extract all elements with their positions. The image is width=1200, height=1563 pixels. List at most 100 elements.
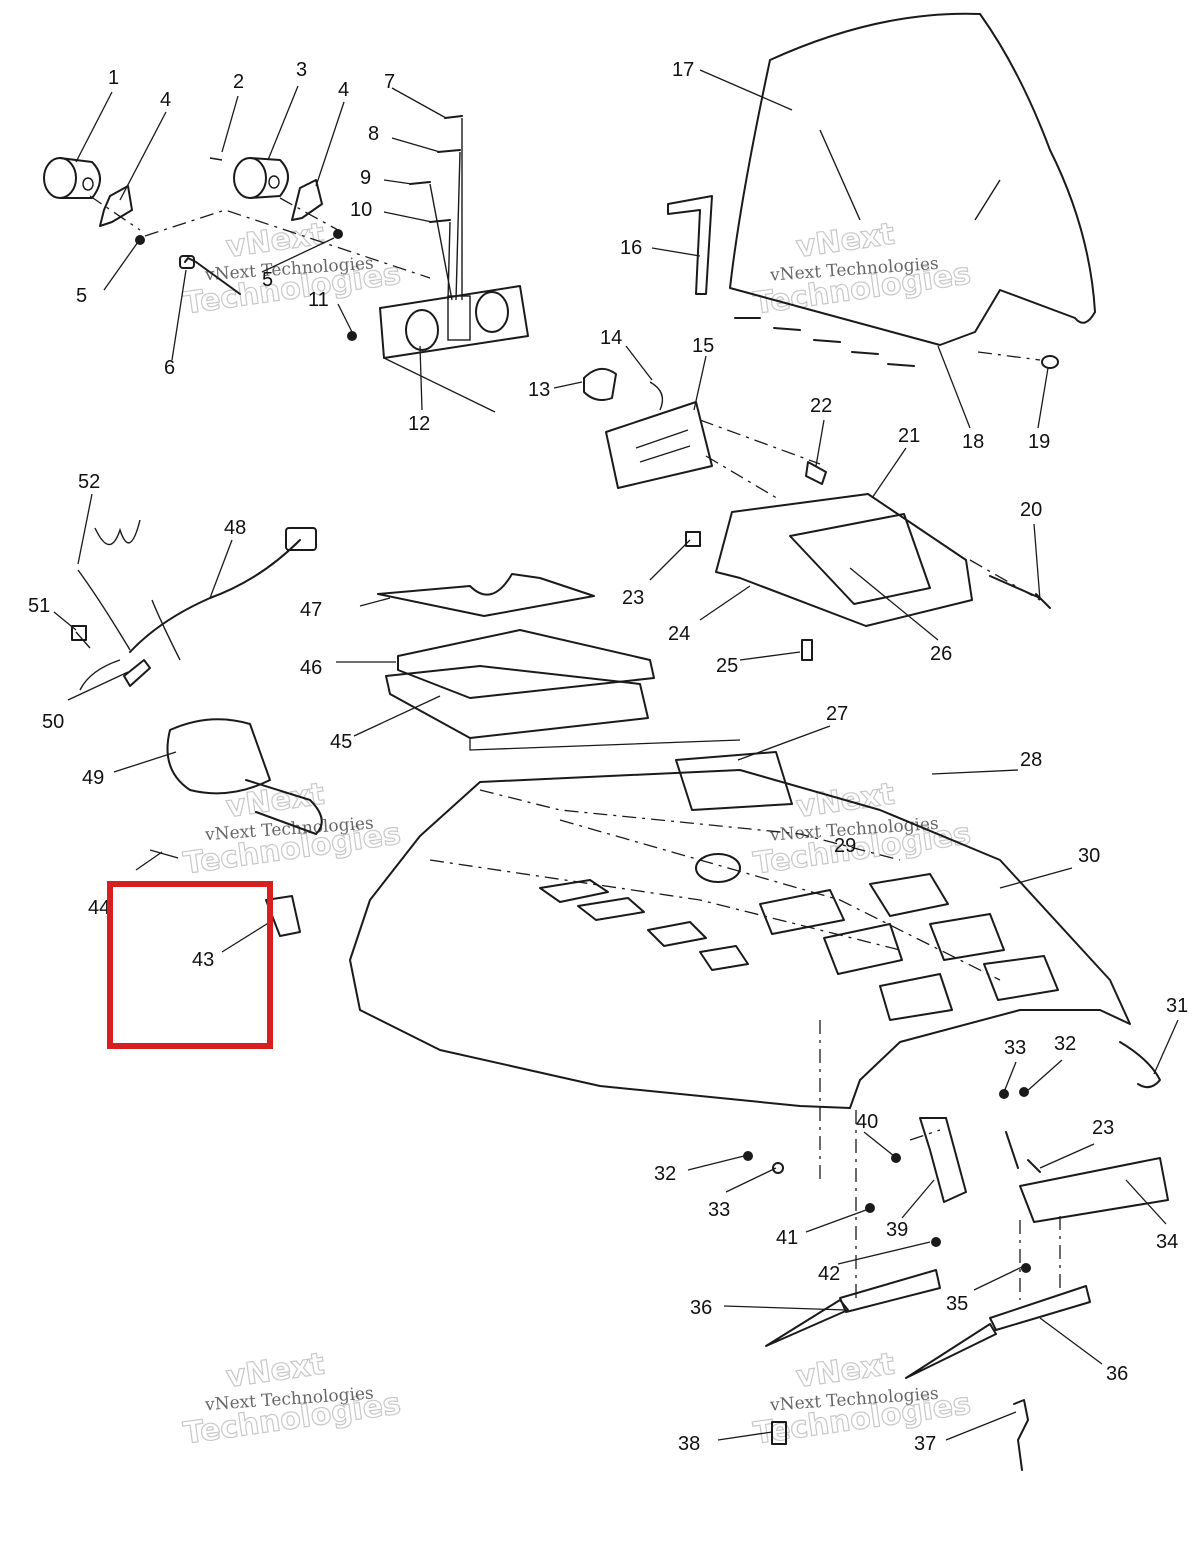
callout-16[interactable]: 16 [620,237,642,259]
callout-30[interactable]: 30 [1078,845,1100,867]
callout-20[interactable]: 20 [1020,499,1042,521]
callout-15[interactable]: 15 [692,335,714,357]
hood[interactable] [349,751,1131,1109]
screw-35 [1021,1263,1031,1273]
screw-41 [865,1203,875,1213]
screw-42 [931,1237,941,1247]
callout-47[interactable]: 47 [300,599,322,621]
callout-4-right[interactable]: 4 [338,79,349,101]
headlight-bulb[interactable] [583,367,664,411]
callout-38[interactable]: 38 [678,1433,700,1455]
callout-17[interactable]: 17 [672,59,694,81]
callout-39[interactable]: 39 [886,1219,908,1241]
gauge-bracket-left [99,185,133,227]
clip-23-lower [1005,1131,1041,1173]
callout-19[interactable]: 19 [1028,431,1050,453]
headlight-pod[interactable] [715,493,973,627]
callout-7[interactable]: 7 [384,71,395,93]
callout-labels: 1 2 3 4 4 5 5 6 7 8 9 10 11 12 13 14 15 … [28,59,1188,1455]
callout-18[interactable]: 18 [962,431,984,453]
washer-33-lower [772,1162,784,1174]
rivet-19 [1041,355,1059,369]
callout-51[interactable]: 51 [28,595,50,617]
callout-13[interactable]: 13 [528,379,550,401]
callout-32-lower[interactable]: 32 [654,1163,676,1185]
washer-32-upper [1019,1087,1029,1097]
callout-23-bottom[interactable]: 23 [1092,1117,1114,1139]
callout-42[interactable]: 42 [818,1263,840,1285]
callout-36-left[interactable]: 36 [690,1297,712,1319]
callout-9[interactable]: 9 [360,167,371,189]
callout-24[interactable]: 24 [668,623,690,645]
callout-49[interactable]: 49 [82,767,104,789]
callout-48[interactable]: 48 [224,517,246,539]
callout-44[interactable]: 44 [88,897,110,919]
callout-8[interactable]: 8 [368,123,379,145]
callout-6[interactable]: 6 [164,357,175,379]
callout-5-left[interactable]: 5 [76,285,87,307]
callout-23-top[interactable]: 23 [622,587,644,609]
callout-29[interactable]: 29 [834,835,856,857]
callout-41[interactable]: 41 [776,1227,798,1249]
callout-36-right[interactable]: 36 [1106,1363,1128,1385]
instrument-panel[interactable] [379,285,529,359]
gauge-left[interactable] [43,157,101,199]
grommet-23-top [685,531,701,547]
callout-52[interactable]: 52 [78,471,100,493]
nut-5-right [333,229,343,239]
callout-40[interactable]: 40 [856,1111,878,1133]
mirror[interactable] [166,718,323,835]
screw-25 [801,639,813,661]
callout-43[interactable]: 43 [192,949,214,971]
hood-vents [539,873,1059,1021]
callout-37[interactable]: 37 [914,1433,936,1455]
callout-25[interactable]: 25 [716,655,738,677]
callout-4-left[interactable]: 4 [160,89,171,111]
callout-28[interactable]: 28 [1020,749,1042,771]
bracket-43 [265,895,301,937]
callout-34[interactable]: 34 [1156,1231,1178,1253]
access-plate-27 [675,751,793,811]
callout-21[interactable]: 21 [898,425,920,447]
leader-lines [53,69,1179,1441]
gauge-bracket-right [291,179,323,221]
cover-46 [397,629,655,699]
callout-14[interactable]: 14 [600,327,622,349]
pad-45 [385,665,649,739]
latch-31 [1119,1041,1161,1089]
callout-46[interactable]: 46 [300,657,322,679]
bumper-34 [1019,1157,1169,1223]
callout-22[interactable]: 22 [810,395,832,417]
gauge-right[interactable] [233,157,289,199]
callout-32-upper[interactable]: 32 [1054,1033,1076,1055]
callout-12[interactable]: 12 [408,413,430,435]
callout-3[interactable]: 3 [296,59,307,81]
callout-33-upper[interactable]: 33 [1004,1037,1026,1059]
spring-22 [805,461,827,485]
callout-26[interactable]: 26 [930,643,952,665]
wiring-harness[interactable] [71,519,317,691]
nut-32-lower [743,1151,753,1161]
callout-50[interactable]: 50 [42,711,64,733]
windshield[interactable] [729,12,1096,346]
bracket-39 [919,1117,967,1203]
callout-33-lower[interactable]: 33 [708,1199,730,1221]
callout-11[interactable]: 11 [308,289,329,311]
decal-47 [377,573,595,617]
headlight-housing[interactable] [605,401,713,489]
callout-35[interactable]: 35 [946,1293,968,1315]
strap-36-left [765,1269,941,1347]
screw-11 [347,331,357,341]
socket-cap-6 [179,255,195,269]
callout-27[interactable]: 27 [826,703,848,725]
callout-2[interactable]: 2 [233,71,244,93]
callout-45[interactable]: 45 [330,731,352,753]
callout-10[interactable]: 10 [350,199,372,221]
callout-1[interactable]: 1 [108,67,119,89]
nut-33-upper [999,1089,1009,1099]
pin-44 [149,849,179,859]
callout-31[interactable]: 31 [1166,995,1188,1017]
callout-5-right[interactable]: 5 [262,269,273,291]
